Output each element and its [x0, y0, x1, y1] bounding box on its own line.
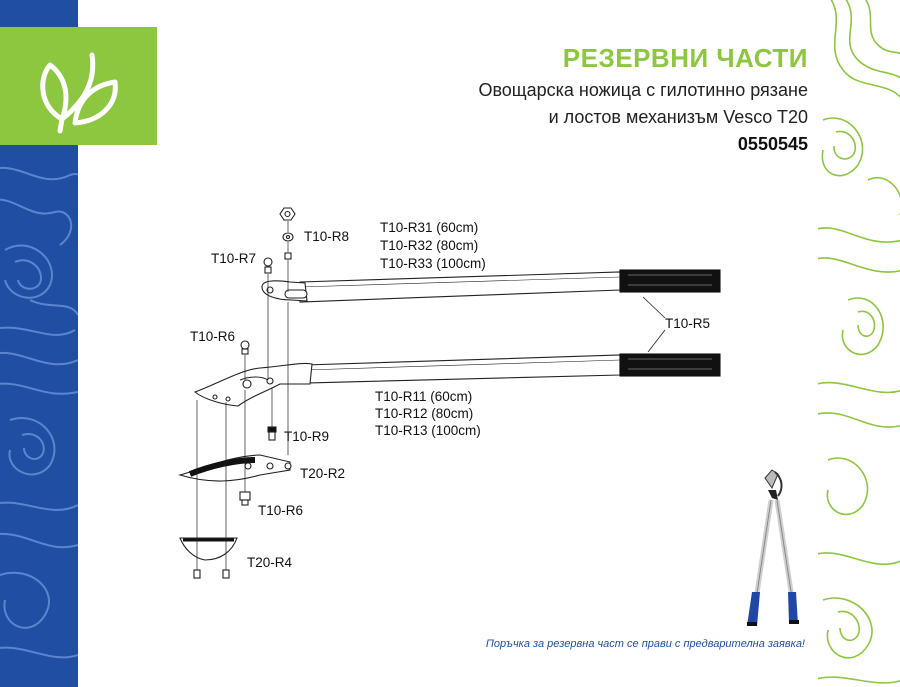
upper-handle-tube	[299, 271, 621, 303]
leaves-icon	[40, 52, 118, 134]
screws-r4	[193, 569, 230, 579]
label-t10-r13: T10-R13 (100cm)	[375, 423, 481, 438]
label-t10-r31: T10-R31 (60cm)	[380, 220, 479, 235]
topographic-pattern-left	[0, 167, 78, 659]
label-t10-r6-bottom: T10-R6	[258, 503, 304, 518]
label-t10-r11: T10-R11 (60cm)	[375, 389, 473, 404]
label-t10-r8: T10-R8	[304, 229, 350, 244]
bolt-r6-bottom	[239, 491, 251, 506]
subtitle-line-2: и лостов механизъм Vesco T20	[548, 107, 808, 127]
label-t10-r9: T10-R9	[284, 429, 330, 444]
logo-box	[0, 27, 157, 145]
subtitle-line-1: Овощарска ножица с гилотинно рязане	[478, 80, 808, 100]
order-note: Поръчка за резервна част се прави с пред…	[485, 638, 805, 650]
nut-r7	[263, 257, 273, 274]
label-t20-r4: T20-R4	[247, 555, 293, 570]
label-t10-r32: T10-R32 (80cm)	[380, 238, 479, 253]
lower-handle-head	[193, 362, 313, 407]
label-t20-r2: T20-R2	[300, 466, 346, 481]
anvil	[179, 537, 238, 561]
lower-handle-tube	[304, 354, 621, 384]
label-t10-r33: T10-R33 (100cm)	[380, 256, 486, 271]
nut-r6-top	[240, 340, 250, 355]
topographic-pattern-right	[818, 0, 900, 684]
upper-grip	[619, 269, 721, 293]
right-decorative-band	[818, 0, 900, 687]
page-title: РЕЗЕРВНИ ЧАСТИ	[562, 43, 808, 73]
label-t10-r12: T10-R12 (80cm)	[375, 406, 474, 421]
product-photo	[747, 469, 799, 626]
product-code: 0550545	[737, 134, 808, 154]
washer-r8	[282, 232, 294, 242]
lower-grip	[619, 353, 721, 377]
label-t10-r6-top: T10-R6	[190, 329, 236, 344]
label-t10-r5: T10-R5	[665, 316, 711, 331]
spacer-r8	[284, 252, 292, 260]
nut-r8	[279, 207, 296, 221]
label-t10-r7: T10-R7	[211, 251, 257, 266]
bolt-r9	[267, 426, 277, 441]
